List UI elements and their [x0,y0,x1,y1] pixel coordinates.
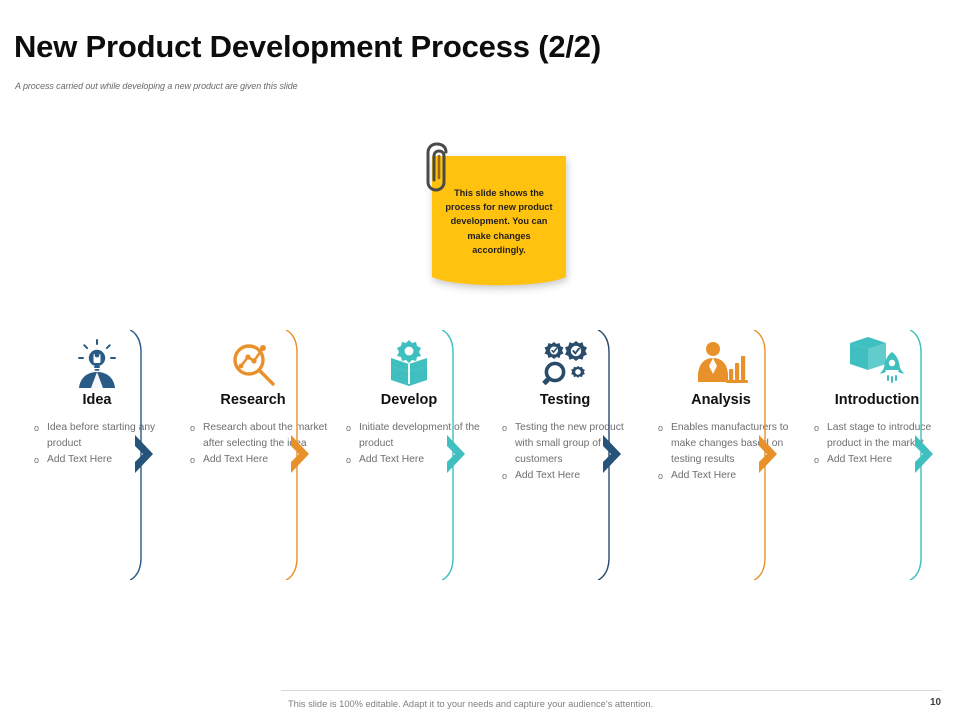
sticky-note-text: This slide shows the process for new pro… [445,188,553,255]
bullet-marker: o [814,455,820,465]
gears-check-icon [490,330,640,388]
page-number: 10 [930,697,942,708]
bullet-text: Add Text Here [359,454,425,465]
step-title: Testing [539,392,591,408]
step-title: Idea [82,392,112,408]
step-bullets: o Idea before starting any product o Add… [22,420,172,468]
chevron-right-icon-5 [757,432,783,476]
step-divider-2 [284,329,310,581]
list-item: o Initiate development of the product [346,420,484,452]
step-bullets: o Last stage to introduce product in the… [802,420,952,468]
chevron-right-icon-2 [289,432,315,476]
bullet-text: Add Text Here [671,470,737,481]
page-subtitle: A process carried out while developing a… [15,81,298,91]
list-item: o Research about the market after select… [190,420,328,452]
bullet-marker: o [502,471,508,481]
paperclip-icon [416,142,458,205]
footer-note: This slide is 100% editable. Adapt it to… [288,699,654,709]
bullet-marker: o [346,423,352,433]
bullet-marker: o [346,455,352,465]
chevron-right-icon-4 [601,432,627,476]
open-box-gear-icon [334,330,484,388]
bullet-marker: o [814,423,820,433]
process-steps-row: Idea o Idea before starting any product … [0,329,960,581]
bullet-text: Last stage to introduce product in the m… [827,422,932,449]
list-item: o Add Text Here [814,452,952,468]
cube-rocket-icon [802,330,952,388]
process-step-idea[interactable]: Idea o Idea before starting any product … [22,330,172,580]
process-step-research[interactable]: Research o Research about the market aft… [178,330,328,580]
bullet-marker: o [190,455,196,465]
process-step-testing[interactable]: Testing o Testing the new product with s… [490,330,640,580]
list-item: o Add Text Here [502,468,640,484]
step-divider-1 [128,329,154,581]
list-item: o Enables manufacturers to make changes … [658,420,796,468]
step-divider-4 [596,329,622,581]
bullet-marker: o [34,455,40,465]
step-divider-5 [752,329,778,581]
process-step-introduction[interactable]: Introduction o Last stage to introduce p… [802,330,952,580]
chevron-right-icon-1 [133,432,159,476]
bullet-marker: o [502,423,508,433]
process-step-develop[interactable]: Develop o Initiate development of the pr… [334,330,484,580]
bullet-marker: o [658,471,664,481]
sticky-note-svg [432,156,566,286]
step-title: Develop [380,392,438,408]
list-item: o Add Text Here [346,452,484,468]
process-step-analysis[interactable]: Analysis o Enables manufacturers to make… [646,330,796,580]
list-item: o Idea before starting any product [34,420,172,452]
sticky-note-shape [432,156,566,286]
chevron-right-icon-6 [913,432,939,476]
step-title: Introduction [834,392,920,408]
step-bullets: o Testing the new product with small gro… [490,420,640,484]
list-item: o Add Text Here [658,468,796,484]
bullet-text: Initiate development of the product [359,422,480,449]
businessman-bar-chart-icon [646,330,796,388]
step-divider-6 [908,329,934,581]
step-bullets: o Research about the market after select… [178,420,328,468]
step-title: Research [220,392,286,408]
bullet-text: Idea before starting any product [47,422,156,449]
bullet-marker: o [190,423,196,433]
step-title: Analysis [691,392,751,408]
bullet-text: Add Text Here [203,454,269,465]
footer-divider [281,690,941,691]
list-item: o Add Text Here [190,452,328,468]
list-item: o Last stage to introduce product in the… [814,420,952,452]
chevron-right-icon-3 [445,432,471,476]
sticky-note: This slide shows the process for new pro… [426,142,566,286]
bullet-text: Add Text Here [47,454,113,465]
bullet-marker: o [658,423,664,433]
bullet-marker: o [34,423,40,433]
bullet-text: Enables manufacturers to make changes ba… [671,422,789,465]
bullet-text: Add Text Here [827,454,893,465]
step-divider-3 [440,329,466,581]
magnifier-chart-icon [178,330,328,388]
bullet-text: Research about the market after selectin… [203,422,328,449]
bullet-text: Testing the new product with small group… [515,422,624,465]
step-bullets: o Initiate development of the product o … [334,420,484,468]
lightbulb-person-icon [22,330,172,388]
list-item: o Add Text Here [34,452,172,468]
page-title: New Product Development Process (2/2) [14,29,601,64]
list-item: o Testing the new product with small gro… [502,420,640,468]
bullet-text: Add Text Here [515,470,581,481]
step-bullets: o Enables manufacturers to make changes … [646,420,796,484]
